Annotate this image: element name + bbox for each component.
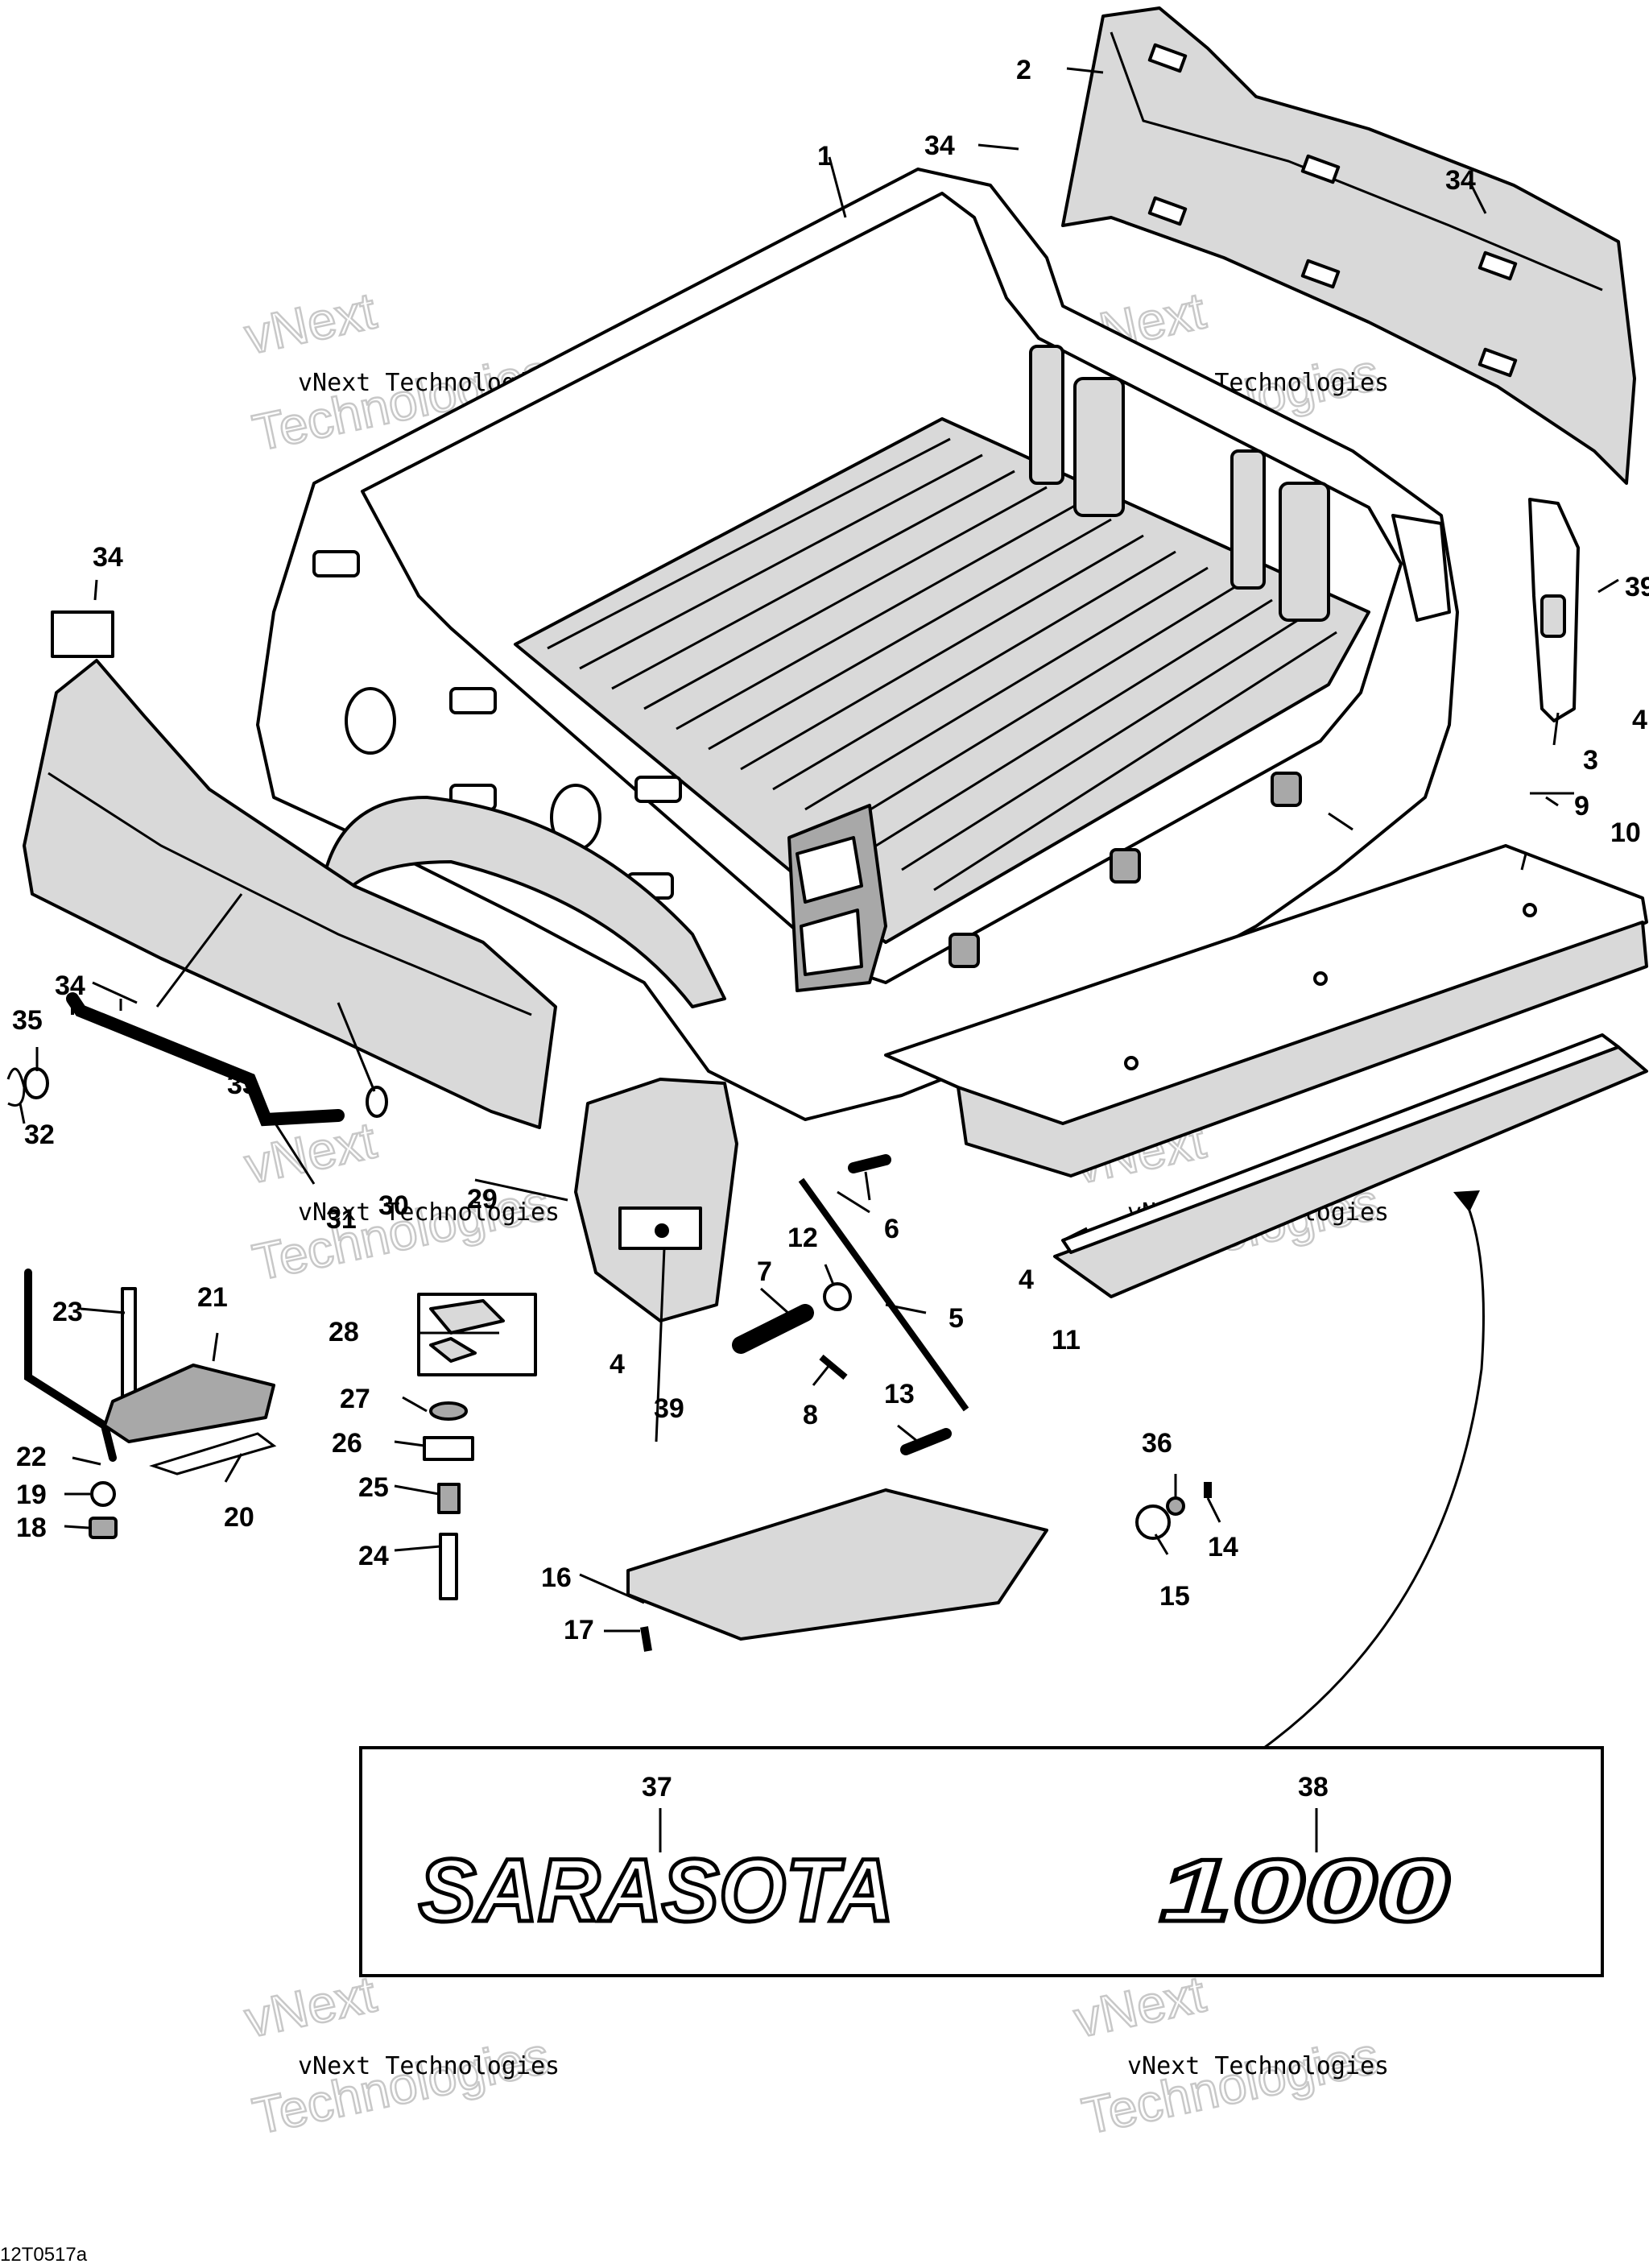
svg-text:vNext Technologies: vNext Technologies — [298, 1198, 560, 1227]
callout-4-right: 4 — [1632, 705, 1647, 735]
callout-28: 28 — [329, 1317, 359, 1347]
svg-text:Technologies: Technologies — [1077, 2026, 1383, 2146]
callout-27: 27 — [340, 1384, 370, 1414]
callout-15: 15 — [1159, 1581, 1190, 1612]
callout-1: 1 — [817, 141, 833, 172]
cable-part-5 — [798, 1177, 969, 1412]
callout-3: 3 — [1583, 745, 1598, 776]
tailgate-cover-part-11 — [1053, 1033, 1648, 1298]
washer-part-36 — [1166, 1496, 1185, 1516]
callout-34-right: 34 — [1445, 165, 1476, 196]
bolt-part-17 — [640, 1626, 652, 1652]
bolt-part-23 — [121, 1287, 137, 1403]
nut-part-30 — [366, 1086, 388, 1118]
front-panel-part-2 — [1061, 6, 1636, 485]
washer-part-35 — [23, 1067, 49, 1099]
callout-19: 19 — [16, 1480, 47, 1510]
cotter-part-8 — [819, 1354, 848, 1380]
callout-35: 35 — [12, 1005, 43, 1036]
floor-slats — [547, 437, 1337, 892]
stud-part-24 — [439, 1533, 458, 1600]
clip-part-32 — [6, 1067, 26, 1107]
spring-part-25 — [437, 1483, 461, 1514]
left-side-panel-part-33 — [23, 610, 557, 1129]
callout-32: 32 — [24, 1120, 55, 1150]
svg-text:vNext Technologies: vNext Technologies — [298, 2052, 560, 2080]
callout-9: 9 — [1574, 791, 1589, 822]
right-trim-part-3 — [1528, 498, 1580, 722]
callout-10: 10 — [1610, 817, 1641, 848]
callout-14: 14 — [1208, 1532, 1238, 1562]
callout-16: 16 — [541, 1562, 572, 1593]
plate-part-16 — [626, 1488, 1048, 1641]
callout-30: 30 — [378, 1190, 409, 1221]
rod-part-31 — [66, 992, 345, 1127]
decal-sarasota-part-37: SARASOTA — [419, 1841, 894, 1940]
figure-code: 12T0517a — [0, 2244, 88, 2266]
lamp-bracket-part-29 — [574, 1078, 738, 1322]
callout-6: 6 — [884, 1214, 899, 1244]
svg-text:vNext Technologies: vNext Technologies — [1127, 2052, 1389, 2080]
nut-part-27 — [429, 1401, 468, 1421]
callout-20: 20 — [224, 1502, 254, 1533]
washer-part-15 — [1135, 1504, 1171, 1540]
callout-21: 21 — [197, 1282, 228, 1313]
svg-text:Technologies: Technologies — [248, 2026, 554, 2146]
svg-text:vNext: vNext — [240, 281, 381, 365]
bolt-part-13 — [900, 1428, 952, 1455]
callout-37: 37 — [642, 1772, 672, 1802]
callout-34-top: 34 — [924, 130, 955, 161]
callout-33: 33 — [227, 1070, 258, 1100]
latch-part-21 — [103, 1364, 275, 1443]
tailgate-part-10 — [884, 844, 1648, 1177]
decal-box: SARASOTA 1000 — [359, 1746, 1604, 1977]
callout-34-panel: 34 — [55, 971, 85, 1001]
leader-lines — [19, 67, 1619, 1749]
washer-part-12 — [823, 1282, 852, 1311]
callout-36: 36 — [1142, 1428, 1172, 1459]
callout-2: 2 — [1016, 55, 1031, 85]
callout-38: 38 — [1298, 1772, 1329, 1802]
callout-8: 8 — [803, 1400, 818, 1430]
bushing-part-26 — [423, 1436, 474, 1461]
decal-1000-part-38: 1000 — [1159, 1841, 1449, 1940]
callout-25: 25 — [358, 1472, 389, 1503]
callout-4-tailgate: 4 — [1019, 1264, 1034, 1295]
callout-4-bracket: 4 — [610, 1349, 625, 1380]
callout-12: 12 — [787, 1223, 818, 1253]
callout-11: 11 — [1052, 1325, 1081, 1355]
watermark-bottom-right: vNext Technologies vNext Technologies — [1068, 1964, 1389, 2146]
washer-part-19 — [90, 1481, 116, 1507]
callout-7: 7 — [757, 1256, 772, 1287]
bushing-stack — [417, 1293, 537, 1600]
callout-23: 23 — [52, 1297, 83, 1327]
callout-22: 22 — [16, 1442, 47, 1472]
pin-part-7 — [732, 1304, 814, 1354]
callout-17: 17 — [564, 1615, 594, 1645]
spring-part-20 — [149, 1432, 277, 1475]
callout-24: 24 — [358, 1541, 389, 1571]
callout-34-left: 34 — [93, 542, 123, 573]
callout-26: 26 — [332, 1428, 362, 1459]
nut-part-18 — [89, 1517, 118, 1539]
callout-13: 13 — [884, 1379, 915, 1409]
callout-31: 31 — [326, 1204, 357, 1235]
callout-labels: 1 2 3 4 4 4 5 6 7 8 9 10 11 12 13 14 15 … — [12, 55, 1649, 1802]
callout-18: 18 — [16, 1513, 47, 1543]
callout-5: 5 — [948, 1303, 964, 1334]
bolt-part-6 — [848, 1154, 891, 1173]
watermark-bottom-left: vNext Technologies vNext Technologies — [239, 1964, 560, 2146]
callout-39-right: 39 — [1625, 572, 1649, 602]
callout-29: 29 — [467, 1184, 498, 1215]
cargo-box-part-1 — [256, 168, 1459, 1121]
latch-assembly — [24, 1269, 277, 1539]
callout-39-bracket: 39 — [654, 1393, 684, 1424]
